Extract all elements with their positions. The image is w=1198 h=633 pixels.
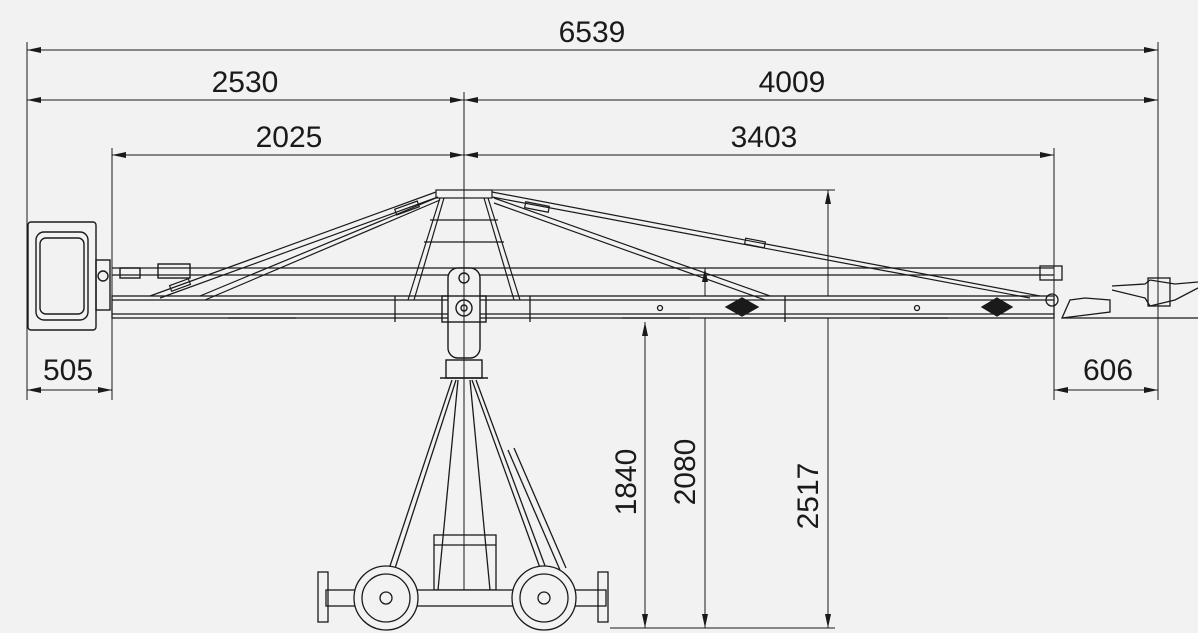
counterweight-box — [27, 221, 191, 331]
dim-top-height: 2517 — [792, 463, 825, 530]
camera-head — [1039, 265, 1198, 319]
dim-rear-section: 2530 — [212, 66, 279, 99]
dim-counterweight-overhang: 505 — [43, 354, 93, 387]
boom-arm — [111, 267, 1055, 322]
dim-pivot-height-mid: 2080 — [669, 439, 702, 506]
dim-front-section: 4009 — [759, 66, 826, 99]
dim-pivot-height-low: 1840 — [610, 449, 643, 516]
dim-overall-length: 6539 — [559, 16, 626, 49]
tripod-dolly — [317, 379, 609, 631]
truss-cables — [149, 189, 1041, 301]
dim-front-arm: 3403 — [731, 121, 798, 154]
dimension-lines — [26, 42, 1159, 629]
center-column — [440, 92, 488, 600]
dimension-labels: 6539 2530 4009 2025 3403 505 606 1840 20… — [43, 16, 1133, 529]
dim-rear-arm: 2025 — [256, 121, 323, 154]
dim-head-overhang: 606 — [1083, 354, 1133, 387]
